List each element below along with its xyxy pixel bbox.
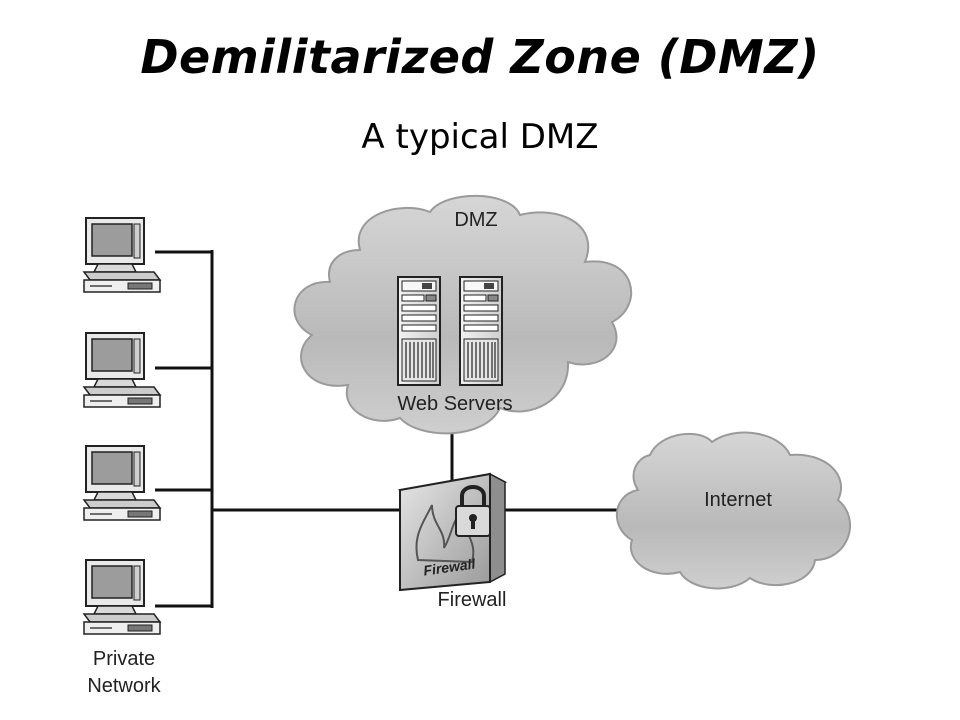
padlock-icon <box>455 485 491 537</box>
internet-label: Internet <box>704 489 772 511</box>
web-servers-label: Web Servers <box>397 393 512 415</box>
computer-1 <box>83 217 161 293</box>
computer-4 <box>83 559 161 635</box>
firewall-badge-text: Firewall <box>422 555 477 578</box>
web-server-2 <box>459 276 503 386</box>
page-subtitle: A typical DMZ <box>361 117 599 157</box>
dmz-label: DMZ <box>454 209 497 231</box>
internet-cloud <box>616 431 852 590</box>
page-title: Demilitarized Zone (DMZ) <box>140 30 820 84</box>
private-network-label-line1: Private <box>93 648 155 670</box>
computer-3 <box>83 445 161 521</box>
computer-2 <box>83 332 161 408</box>
firewall-device: Firewall <box>397 472 508 592</box>
firewall-label: Firewall <box>438 589 507 611</box>
web-server-1 <box>397 276 441 386</box>
private-network-label-line2: Network <box>87 675 161 697</box>
